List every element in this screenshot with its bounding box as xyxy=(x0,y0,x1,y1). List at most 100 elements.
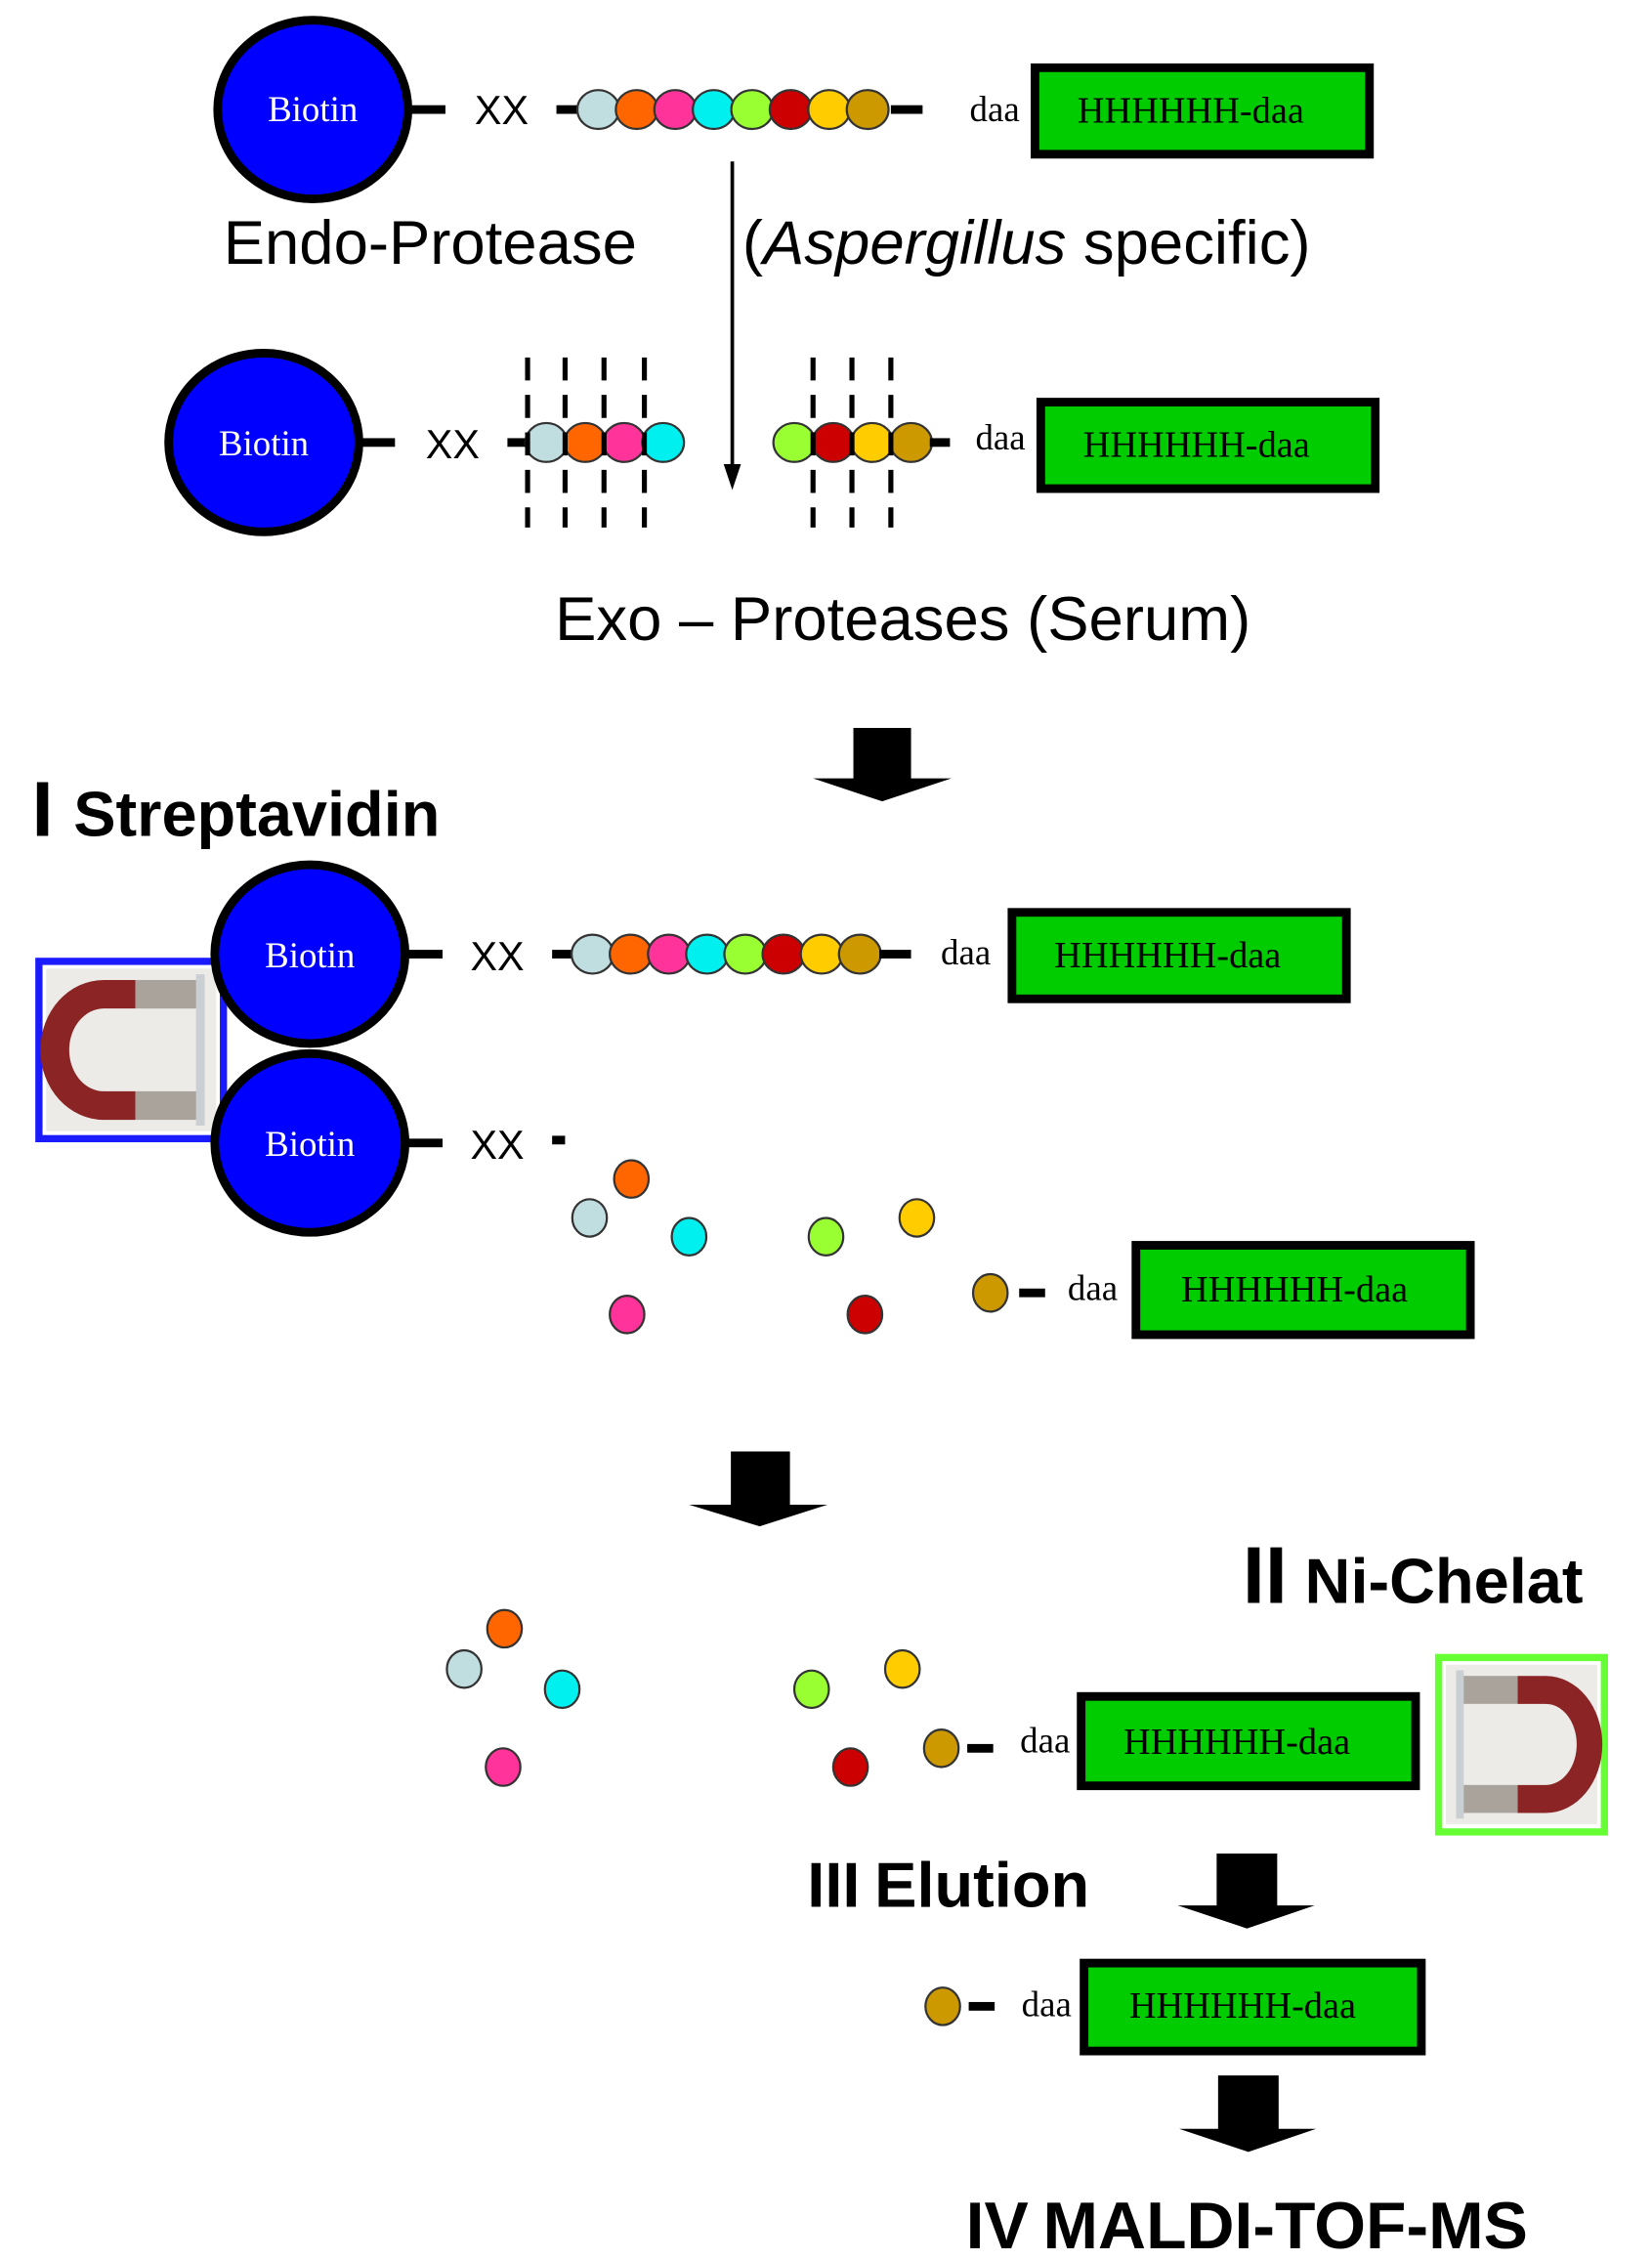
biotin-bead xyxy=(210,860,410,1048)
streptavidin-magnet xyxy=(35,958,228,1143)
amino-acid-bead xyxy=(685,933,730,975)
his-tag-box xyxy=(1031,63,1375,159)
magnet-icon xyxy=(1445,1664,1603,1824)
amino-acid-bead xyxy=(571,1198,609,1238)
amino-acid-bead xyxy=(485,1747,522,1787)
linker-label: XX xyxy=(475,88,529,133)
amino-acid-bead xyxy=(898,1198,936,1238)
biotin-label: Biotin xyxy=(219,423,309,463)
amino-acid-bead xyxy=(670,1216,708,1257)
endo-protease-label: Endo-Protease xyxy=(224,209,637,277)
biotin-label: Biotin xyxy=(265,935,355,975)
amino-acid-bead xyxy=(837,933,882,975)
his-tag-box xyxy=(1036,398,1380,493)
linker-bar xyxy=(929,438,951,448)
linker-bar xyxy=(879,950,911,959)
bound-construct-cleaved: Biotin XX xyxy=(210,1048,566,1237)
amino-acid-bead xyxy=(563,421,608,463)
process-arrow-icon xyxy=(1179,2075,1317,2153)
process-arrow-icon xyxy=(813,727,952,802)
amino-acid-bead xyxy=(807,89,852,131)
daa-label: daa xyxy=(975,417,1025,457)
construct-cleaved: Biotin XX daa HHHHHH-daa xyxy=(164,348,1380,536)
amino-acid-bead xyxy=(799,933,844,975)
peptide-bead-chain xyxy=(575,89,890,131)
amino-acid-bead xyxy=(609,933,654,975)
his-tag-box xyxy=(1131,1241,1475,1340)
biotin-bead xyxy=(213,16,413,203)
amino-acid-bead xyxy=(575,89,620,131)
daa-label: daa xyxy=(1020,1721,1070,1761)
peptide-bead-chain xyxy=(570,933,882,975)
amino-acid-bead xyxy=(653,89,698,131)
daa-label: daa xyxy=(941,932,991,972)
linker-bar xyxy=(407,1138,443,1148)
his-tag-label: HHHHHH-daa xyxy=(1123,1722,1350,1763)
linker-bar xyxy=(556,105,586,114)
free-amino-acids xyxy=(445,1608,921,1787)
nichelat-magnet xyxy=(1434,1653,1608,1836)
amino-acid-bead xyxy=(845,89,890,131)
endo-protease-specificity: (Aspergillus specific) xyxy=(742,209,1311,277)
daa-label: daa xyxy=(1022,1984,1072,2025)
amino-acid-bead xyxy=(730,89,775,131)
amino-acid-bead xyxy=(971,1272,1009,1313)
linker-bar xyxy=(890,105,923,114)
his-tag-box xyxy=(1007,908,1351,1003)
linker-bar xyxy=(410,105,445,114)
amino-acid-bead xyxy=(811,421,856,463)
linker-label: XX xyxy=(426,422,480,467)
bound-his-construct: daa HHHHHH-daa xyxy=(922,1691,1420,1791)
amino-acid-bead xyxy=(723,933,768,975)
linker-bar xyxy=(407,950,443,959)
linker-bar xyxy=(1019,1288,1045,1298)
linker-label: XX xyxy=(471,1123,525,1168)
linker-bar xyxy=(967,1743,994,1753)
exo-protease-label: Exo – Proteases (Serum) xyxy=(555,585,1250,654)
process-arrow-icon xyxy=(689,1451,827,1527)
his-tag-label: HHHHHH-daa xyxy=(1181,1269,1408,1310)
amino-acid-bead xyxy=(846,1295,884,1335)
daa-label: daa xyxy=(1068,1268,1118,1308)
exoprotease-cleavage-marks xyxy=(525,357,894,528)
amino-acid-bead xyxy=(850,421,895,463)
linker-bar xyxy=(968,2001,995,2011)
amino-acid-bead xyxy=(883,1648,921,1689)
his-tag-label: HHHHHH-daa xyxy=(1054,935,1281,976)
biotin-bead xyxy=(210,1048,410,1237)
amino-acid-bead xyxy=(570,933,614,975)
amino-acid-bead xyxy=(889,421,934,463)
amino-acid-bead xyxy=(602,421,647,463)
biotin-label: Biotin xyxy=(268,89,358,129)
free-his-construct: daa HHHHHH-daa xyxy=(971,1241,1475,1340)
his-tag-label: HHHHHH-daa xyxy=(1083,425,1310,466)
amino-acid-bead xyxy=(922,1728,960,1769)
amino-acid-bead xyxy=(445,1648,483,1689)
linker-bar xyxy=(360,438,396,448)
amino-acid-bead xyxy=(831,1747,869,1787)
amino-acid-bead xyxy=(614,89,659,131)
bound-construct-intact: Biotin XX daa HHHHHH-daa xyxy=(210,860,1351,1048)
amino-acid-bead xyxy=(613,1159,651,1199)
eluted-his-construct: daa HHHHHH-daa xyxy=(924,1958,1426,2056)
biotin-bead xyxy=(164,348,363,536)
amino-acid-bead xyxy=(609,1295,646,1335)
process-arrow-icon xyxy=(1177,1854,1315,1929)
linker-bar xyxy=(507,438,531,448)
free-amino-acids xyxy=(571,1159,936,1335)
linker-label: XX xyxy=(471,934,525,979)
amino-acid-bead xyxy=(792,1669,830,1710)
his-tag-label: HHHHHH-daa xyxy=(1129,1985,1356,2026)
linker-bar xyxy=(552,1135,566,1145)
amino-acid-bead xyxy=(807,1216,845,1257)
construct-intact: Biotin XX daa HHHHHH-daa xyxy=(213,16,1375,203)
amino-acid-bead xyxy=(647,933,692,975)
amino-acid-bead xyxy=(486,1608,524,1649)
amino-acid-bead xyxy=(692,89,737,131)
magnet-icon xyxy=(40,968,217,1131)
biotin-label: Biotin xyxy=(265,1124,355,1164)
